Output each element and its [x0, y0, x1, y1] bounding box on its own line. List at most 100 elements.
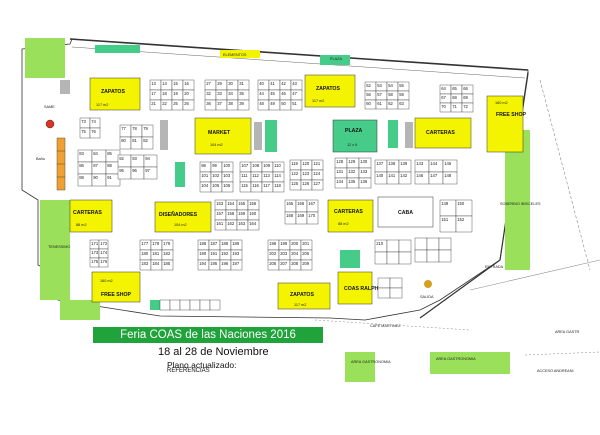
svg-text:CAFE MARTINEZ: CAFE MARTINEZ	[370, 324, 401, 328]
stand-number: 127	[313, 181, 321, 186]
stand-number: 134	[336, 179, 344, 184]
title-banner: Feria COAS de las Naciones 2016	[93, 327, 323, 343]
stand-number: 49	[270, 101, 275, 106]
stand-number: 75	[81, 129, 86, 134]
stand-number: 88	[107, 163, 112, 168]
stand-number: 73	[81, 119, 86, 124]
stand-number: 120	[302, 161, 310, 166]
stand-number: 121	[313, 161, 321, 166]
stand-number: 124	[313, 171, 321, 176]
stand-number: 163	[238, 221, 246, 226]
stand-number: 197	[232, 261, 240, 266]
stand-number: 53	[377, 83, 382, 88]
gray-block-4	[60, 80, 70, 94]
stand-box	[398, 171, 412, 185]
stand-number: 103	[223, 173, 231, 178]
stand-number: 22	[162, 101, 167, 106]
stand-number: 131	[336, 169, 344, 174]
stand-number: 185	[163, 261, 171, 266]
stand-box	[438, 249, 452, 263]
stand-box	[386, 239, 400, 253]
stand-number: 188	[221, 241, 229, 246]
stand-number: 36	[206, 101, 211, 106]
svg-text:DISEÑADORES: DISEÑADORES	[159, 211, 198, 218]
stand-box	[306, 211, 319, 225]
stand-number: 148	[444, 173, 452, 178]
stand-box	[199, 299, 211, 311]
stand-number: 144	[430, 161, 438, 166]
stand-number: 31	[239, 81, 244, 86]
stand-number: 187	[210, 241, 218, 246]
stand-number: 101	[201, 173, 209, 178]
stand-number: 128	[336, 159, 344, 164]
same-icon	[45, 119, 55, 129]
stand-number: 39	[239, 101, 244, 106]
stand-number: 195	[210, 261, 218, 266]
stand-number: 205	[302, 251, 310, 256]
stand-number: 16	[184, 81, 189, 86]
stand-number: 169	[297, 213, 305, 218]
stand-number: 154	[227, 201, 235, 206]
stand-number: 20	[184, 91, 189, 96]
stand-number: 184	[152, 261, 160, 266]
svg-text:104 m2: 104 m2	[210, 143, 223, 147]
stand-number: 86	[79, 163, 84, 168]
plaza-strip-3	[388, 120, 398, 148]
zone-zapatos-1	[89, 77, 141, 111]
stand-number: 44	[259, 91, 264, 96]
zone-plaza-center	[332, 119, 378, 153]
stand-box	[98, 257, 109, 268]
stand-number: 51	[292, 101, 297, 106]
stand-box	[438, 237, 452, 251]
stand-number: 52	[366, 83, 371, 88]
stand-number: 111	[241, 173, 248, 178]
stand-number: 190	[199, 251, 207, 256]
outer-road	[539, 79, 591, 271]
stand-number: 206	[269, 261, 277, 266]
stand-number: 194	[199, 261, 207, 266]
stand-number: 113	[263, 173, 270, 178]
stand-number: 183	[141, 261, 149, 266]
plaza-strip-4	[340, 250, 360, 268]
zone-free-shop-2	[91, 271, 141, 303]
stand-number: 81	[132, 138, 137, 143]
stand-number: 78	[132, 126, 137, 131]
svg-text:ELEMENTOS: ELEMENTOS	[223, 53, 247, 57]
stand-number: 34	[228, 91, 233, 96]
stand-number: 50	[281, 101, 286, 106]
zone-zapatos-2	[304, 74, 356, 108]
stand-number: 166	[297, 201, 305, 206]
stand-number: 79	[143, 126, 148, 131]
stand-number: 43	[292, 81, 297, 86]
plaza-strip-2	[175, 162, 185, 187]
stand-number: 137	[376, 161, 384, 166]
stand-number: 209	[302, 261, 310, 266]
stand-number: 149	[441, 201, 449, 206]
svg-text:COAS RALPH LAUREN: COAS RALPH LAUREN	[344, 286, 402, 292]
stand-number: 27	[206, 81, 211, 86]
stand-number: 48	[259, 101, 264, 106]
stand-number: 115	[241, 183, 248, 188]
stand-number: 96	[132, 168, 137, 173]
stand-number: 84	[93, 151, 98, 156]
svg-text:CABA: CABA	[398, 210, 413, 216]
svg-text:117 m2: 117 m2	[96, 103, 108, 107]
zone-coas-ralph	[337, 271, 373, 305]
stand-number: 97	[145, 168, 150, 173]
stand-number: 196	[221, 261, 229, 266]
svg-text:MARKET: MARKET	[208, 130, 231, 136]
stand-number: 59	[399, 92, 404, 97]
stand-number: 65	[452, 86, 457, 91]
stand-number: 17	[151, 91, 156, 96]
stand-number: 74	[91, 119, 96, 124]
stand-number: 189	[232, 241, 240, 246]
stand-number: 58	[388, 92, 393, 97]
stand-number: 62	[388, 101, 393, 106]
stand-number: 30	[228, 81, 233, 86]
svg-text:ACCESO ANDREANI: ACCESO ANDREANI	[537, 369, 574, 373]
stand-box	[374, 251, 388, 265]
stand-number: 92	[119, 156, 124, 161]
green-strip-bottomleft	[60, 300, 100, 320]
stand-box	[143, 166, 158, 180]
stand-number: 186	[199, 241, 207, 246]
